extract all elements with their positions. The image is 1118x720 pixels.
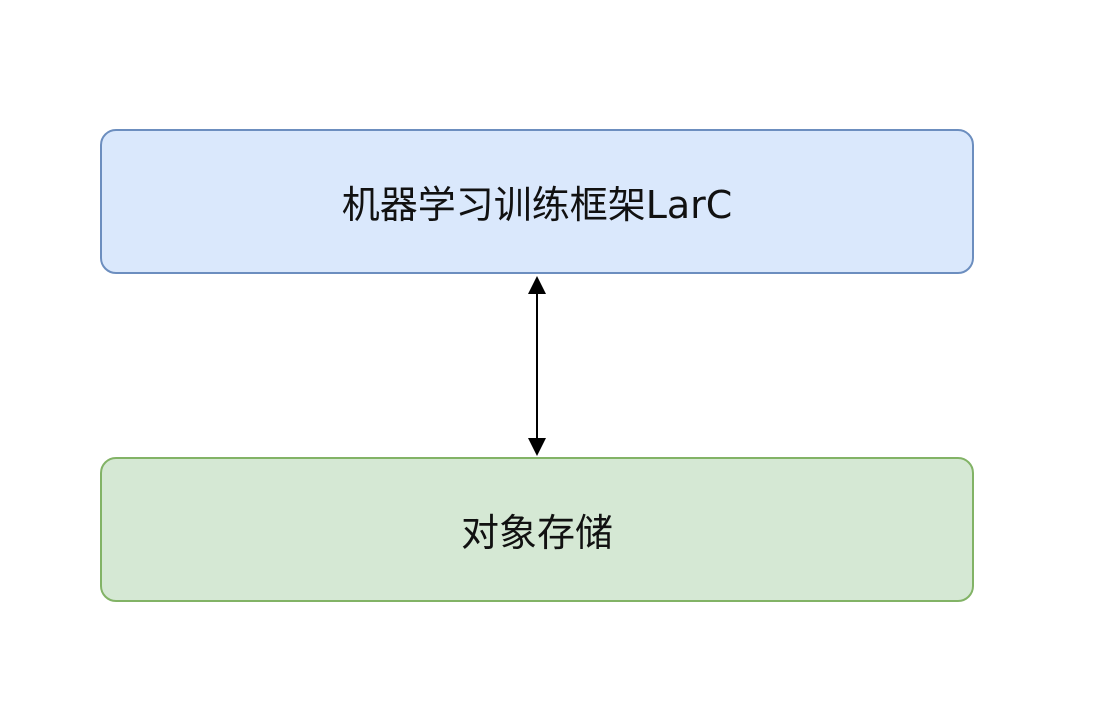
node-object-storage: 对象存储 xyxy=(100,457,974,602)
node-label-ml-training-framework: 机器学习训练框架LarC xyxy=(341,183,733,227)
node-label-object-storage: 对象存储 xyxy=(460,511,613,555)
arrowhead-up xyxy=(528,276,546,294)
node-ml-training-framework: 机器学习训练框架LarC xyxy=(100,129,974,274)
arrowhead-down xyxy=(528,438,546,456)
